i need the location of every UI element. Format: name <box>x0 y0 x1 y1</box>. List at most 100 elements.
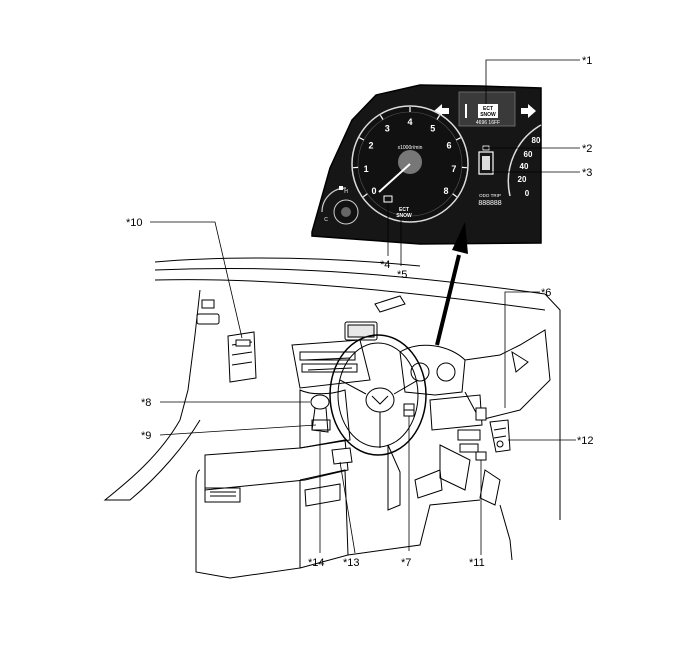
right-air-vent <box>511 350 529 373</box>
callout-7: *7 <box>401 557 411 569</box>
speedometer-rim <box>507 124 542 197</box>
shift-console <box>299 389 351 449</box>
callout-4: *4 <box>380 259 390 271</box>
tach-tick <box>362 193 368 198</box>
callout-9: *9 <box>141 430 151 442</box>
callout-3: *3 <box>582 167 592 179</box>
leader-13 <box>339 461 356 554</box>
right-floor-edge <box>499 504 513 561</box>
coolant-temp-icon <box>339 186 343 190</box>
callout-12: *12 <box>577 435 594 447</box>
component-6-switch <box>475 407 487 421</box>
check-engine-icon <box>383 195 393 203</box>
ect-indicator-line1: ECT <box>399 207 409 213</box>
callout-11: *11 <box>469 557 485 569</box>
windshield-line <box>154 257 421 267</box>
leader-10 <box>150 221 243 339</box>
accelerator-pedal <box>479 469 501 506</box>
tachometer-unit: x1000r/min <box>398 145 423 151</box>
tach-tick <box>455 137 461 141</box>
tach-number-0: 0 <box>371 186 376 196</box>
callout-6: *6 <box>541 287 551 299</box>
center-console-side <box>299 469 349 569</box>
center-vent-upper <box>299 351 356 361</box>
odo-value: 888888 <box>478 200 501 207</box>
floor-line <box>347 499 481 556</box>
tach-tick <box>359 137 365 141</box>
shift-lever-knob <box>310 394 330 410</box>
speed-number-0: 0 <box>525 189 530 198</box>
a-pillar-right <box>544 293 561 520</box>
center-display-screen <box>347 324 375 338</box>
temperature-gauge-hub <box>341 207 351 217</box>
steering-column <box>387 444 401 511</box>
turn-right-arrow-icon <box>521 104 536 118</box>
center-console-top <box>204 439 349 491</box>
temp-cold-label: C <box>324 217 328 223</box>
tach-tick <box>436 114 441 120</box>
tachometer-hub <box>398 150 422 174</box>
dash-left-edge <box>179 289 201 421</box>
left-door-sill <box>103 419 201 501</box>
shift-indicator-light <box>482 156 490 170</box>
display-line1: ECT <box>483 106 493 112</box>
lower-dash-panel <box>429 394 483 431</box>
leader-6 <box>504 291 540 408</box>
rear-air-vent <box>204 487 241 503</box>
center-stack <box>291 339 371 389</box>
steering-emblem <box>371 395 389 405</box>
component-10-ecu <box>227 331 257 383</box>
callout-2: *2 <box>582 143 592 155</box>
speed-number-20: 20 <box>518 175 527 184</box>
leader-lines <box>150 59 580 555</box>
tach-number-1: 1 <box>364 164 369 174</box>
dash-cluster-gauge-right <box>436 362 456 382</box>
turn-left-arrow-icon <box>434 104 449 118</box>
callout-13: *13 <box>343 557 360 569</box>
knee-panel <box>439 444 471 491</box>
speed-number-60: 60 <box>524 150 533 159</box>
display-sub-text: 4696 16FF <box>476 120 500 126</box>
center-console-body <box>195 469 301 579</box>
callout-5: *5 <box>397 269 407 281</box>
temp-hot-label: H <box>344 189 348 195</box>
tach-number-3: 3 <box>385 123 390 133</box>
component-12-module <box>489 419 511 453</box>
steering-spokes <box>339 379 419 448</box>
speed-number-80: 80 <box>532 136 541 145</box>
component-13-module <box>331 447 353 465</box>
left-air-vent <box>196 313 220 325</box>
steering-wheel <box>329 334 427 456</box>
component-7-switch <box>403 403 415 417</box>
component-11-sensor <box>475 451 487 461</box>
steering-wheel-inner <box>337 342 419 448</box>
zoom-arrow <box>435 222 468 346</box>
display-line2: SNOW <box>480 112 496 118</box>
tach-number-5: 5 <box>430 123 435 133</box>
dash-cluster-gauge-left <box>410 362 430 382</box>
tach-tick <box>379 114 384 120</box>
brake-pedal <box>414 469 443 499</box>
left-speaker <box>201 299 215 309</box>
vehicle-interior-illustration <box>103 257 561 579</box>
dash-top-line <box>154 267 546 295</box>
right-dash <box>464 329 551 421</box>
display-ect-snow-box <box>478 104 498 118</box>
callout-labels: *1 *2 *3 *4 *5 *6 *7 *8 *9 *10 *11 *12 *… <box>126 55 594 569</box>
dash-upper-edge <box>154 279 546 311</box>
ect-indicator-line2: SNOW <box>396 213 412 219</box>
tachometer-needle <box>378 163 411 193</box>
tach-number-6: 6 <box>446 141 451 151</box>
cluster-hood <box>399 344 466 396</box>
center-display <box>344 321 378 341</box>
defroster-vent <box>374 295 406 313</box>
callout-10: *10 <box>126 217 143 229</box>
lower-switch-panel <box>457 429 481 441</box>
tach-number-7: 7 <box>451 164 456 174</box>
components <box>227 331 511 465</box>
leader-1 <box>485 59 580 104</box>
